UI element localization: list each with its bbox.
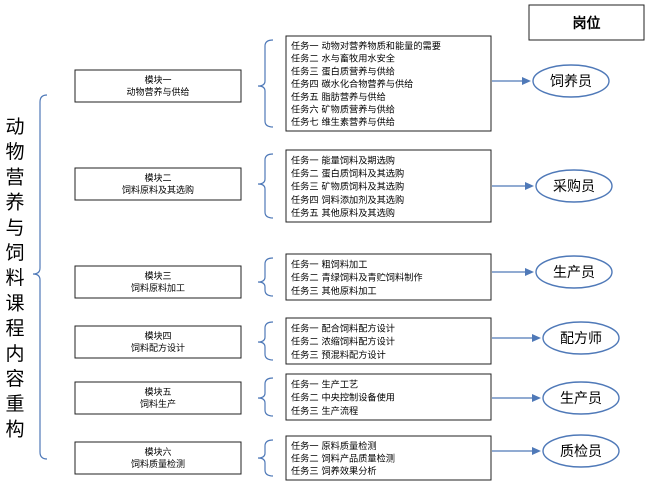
title-char: 物 <box>5 141 24 163</box>
title-char: 程 <box>5 318 24 340</box>
task-item: 任务二 浓缩饲料配方设计 <box>291 336 395 348</box>
position-label: 质检员 <box>560 444 602 460</box>
task-box <box>285 373 492 421</box>
task-item: 任务一 配合饲料配方设计 <box>291 322 395 334</box>
task-item: 任务七 维生素营养与供给 <box>291 116 395 128</box>
title-char: 容 <box>5 368 24 390</box>
task-brace <box>257 377 274 417</box>
position-label: 采购员 <box>553 179 595 195</box>
task-item: 任务一 原料质量检测 <box>291 440 377 452</box>
module-box <box>74 441 242 475</box>
position-ellipse <box>542 321 620 355</box>
module-subtitle: 饲料质量检测 <box>131 458 185 470</box>
position-label: 配方师 <box>560 331 602 347</box>
module-name: 模块六 <box>144 446 171 458</box>
arrowhead-icon <box>525 182 534 190</box>
title-char: 与 <box>5 217 24 239</box>
task-item: 任务四 饲料添加剂及其选购 <box>291 194 404 206</box>
task-item: 任务一 粗饲料加工 <box>291 258 367 270</box>
title-char: 料 <box>5 267 24 289</box>
position-ellipse <box>532 64 610 98</box>
task-item: 任务三 矿物质饲料及其选购 <box>291 181 404 193</box>
module-name: 模块三 <box>144 270 171 282</box>
task-item: 任务六 矿物质营养与供给 <box>291 103 395 115</box>
title-char: 内 <box>5 343 24 365</box>
module-box <box>74 265 242 299</box>
module-name: 模块二 <box>144 172 171 184</box>
position-label: 生产员 <box>560 391 602 407</box>
task-brace <box>257 153 274 219</box>
task-brace <box>257 439 274 477</box>
position-ellipse <box>542 381 620 415</box>
module-subtitle: 饲料生产 <box>140 398 176 410</box>
task-item: 任务三 饲养效果分析 <box>291 465 377 477</box>
title-char: 重 <box>5 393 24 415</box>
task-item: 任务五 其他原料及其选购 <box>291 207 395 219</box>
arrowhead-icon <box>525 268 534 276</box>
task-brace <box>257 257 274 297</box>
task-item: 任务一 能量饲料及期选购 <box>291 154 395 166</box>
task-item: 任务二 青绿饲料及青贮饲料制作 <box>291 272 423 284</box>
module-subtitle: 饲料原料加工 <box>131 282 185 294</box>
position-ellipse <box>535 169 613 203</box>
module-subtitle: 饲料配方设计 <box>131 342 185 354</box>
title-char: 构 <box>5 418 24 440</box>
title-char: 营 <box>5 166 24 188</box>
module-box <box>74 167 242 201</box>
task-item: 任务一 动物对营养物质和能量的需要 <box>291 40 441 52</box>
task-item: 任务一 生产工艺 <box>291 378 358 390</box>
title-char: 养 <box>5 192 24 214</box>
task-item: 任务四 碳水化合物营养与供给 <box>291 78 413 90</box>
main-brace <box>32 94 48 460</box>
position-label: 饲养员 <box>550 74 592 90</box>
position-header-box <box>528 4 645 41</box>
task-item: 任务二 水与畜牧用水安全 <box>291 53 395 65</box>
position-ellipse <box>542 434 620 468</box>
task-item: 任务二 蛋白质饲料及其选购 <box>291 167 404 179</box>
task-box <box>285 149 492 223</box>
title-char: 课 <box>5 292 24 314</box>
task-brace <box>257 39 274 128</box>
position-header: 岗位 <box>573 15 601 32</box>
title-char: 饲 <box>5 242 24 264</box>
task-box <box>285 35 492 132</box>
module-box <box>74 69 242 103</box>
task-item: 任务三 预混料配方设计 <box>291 349 386 361</box>
arrowhead-icon <box>532 447 541 455</box>
title-char: 动 <box>5 116 24 138</box>
task-brace <box>257 321 274 361</box>
arrowhead-icon <box>532 334 541 342</box>
task-item: 任务三 生产流程 <box>291 405 358 417</box>
task-item: 任务二 饲料产品质量检测 <box>291 453 395 465</box>
position-label: 生产员 <box>553 265 595 281</box>
module-box <box>74 381 242 415</box>
task-item: 任务三 其他原料加工 <box>291 285 377 297</box>
module-name: 模块四 <box>144 330 171 342</box>
module-subtitle: 动物营养与供给 <box>126 86 189 98</box>
task-item: 任务二 中央控制设备使用 <box>291 392 395 404</box>
task-item: 任务三 蛋白质营养与供给 <box>291 65 395 77</box>
arrowhead-icon <box>522 77 531 85</box>
module-name: 模块一 <box>144 74 171 86</box>
module-subtitle: 饲料原料及其选购 <box>122 184 194 196</box>
module-name: 模块五 <box>144 386 171 398</box>
task-box <box>285 435 492 481</box>
position-ellipse <box>535 255 613 289</box>
arrowhead-icon <box>532 394 541 402</box>
task-item: 任务五 脂肪营养与供给 <box>291 91 386 103</box>
task-box <box>285 253 492 301</box>
module-box <box>74 325 242 359</box>
task-box <box>285 317 492 365</box>
